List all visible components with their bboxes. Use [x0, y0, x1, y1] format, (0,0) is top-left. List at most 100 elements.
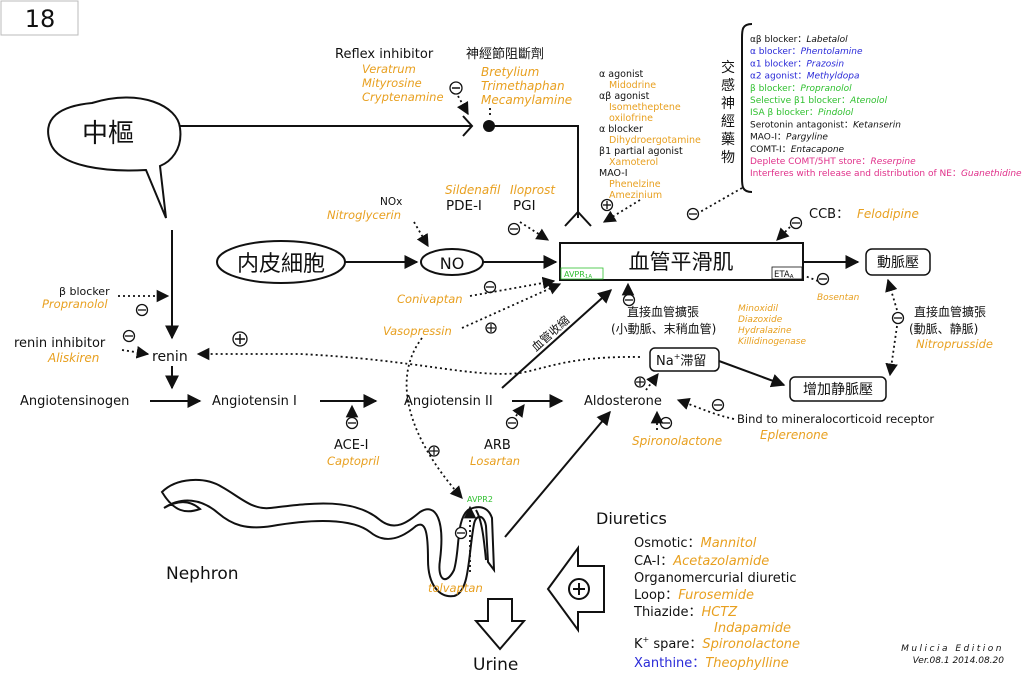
page-number-box	[0, 0, 79, 36]
sympathetic-item: MAO-I：Pargyline	[750, 133, 828, 143]
sympathetic-item: Deplete COMT/5HT store：Reserpine	[750, 157, 916, 167]
na-retention-label: Na+滞留	[656, 352, 706, 369]
svg-text:Xanthine：Theophylline: Xanthine：Theophylline	[634, 656, 789, 671]
ganglion-drug-3: Mecamylamine	[481, 93, 572, 107]
aliskiren: Aliskiren	[47, 351, 99, 365]
page-number: 18	[25, 5, 56, 33]
edition-label: Mulicia Edition	[901, 644, 1004, 654]
nerve-terminal-fork	[564, 210, 592, 227]
svg-text:Thiazide：HCTZ: Thiazide：HCTZ	[633, 605, 738, 620]
aldosterone: Aldosterone	[584, 394, 662, 409]
svg-text:Organomercurial diuretic: Organomercurial diuretic	[634, 571, 797, 586]
endothelium-label: 内皮細胞	[237, 252, 325, 277]
arterial-pressure-label: 動脈壓	[877, 255, 919, 271]
angiotensinogen: Angiotensinogen	[20, 394, 129, 409]
direct-drug-4: Killidinogenase	[738, 337, 806, 347]
cns-label: 中樞	[82, 119, 134, 149]
direct-dilator2-label: 直接血管擴張	[914, 304, 986, 319]
agonist-drug-5: Xamoterol	[609, 157, 658, 168]
agonist-drug-4: Dihydroergotamine	[609, 135, 701, 146]
na-to-venous-arrow	[718, 360, 786, 388]
reflex-drug-3: Cryptenamine	[362, 90, 444, 104]
avpr2-label: AVPR2	[467, 495, 493, 504]
direct-dilator-sub: (小動脈、末稍血管)	[611, 321, 716, 336]
spironolactone: Spironolactone	[632, 434, 722, 448]
diuretics-list: Osmotic：Mannitol CA-I：Acetazolamide Orga…	[633, 536, 800, 671]
direct-drug-1: Minoxidil	[738, 304, 779, 314]
sympathetic-item: α2 agonist：Methyldopa	[750, 72, 860, 82]
aliskiren-arrow	[121, 346, 150, 359]
svg-text:Loop：Furosemide: Loop：Furosemide	[634, 588, 754, 603]
svg-text:Osmotic：Mannitol: Osmotic：Mannitol	[634, 536, 757, 551]
nox-label: NOx	[380, 196, 402, 208]
smooth-muscle-label: 血管平滑肌	[629, 250, 734, 274]
pde-pgi-arrow	[519, 221, 550, 241]
nitroprusside-to-arterial	[885, 278, 898, 311]
svg-text:Indapamide: Indapamide	[714, 621, 791, 636]
vasopressin-to-avpr1	[461, 282, 562, 329]
renin-label: renin	[152, 349, 188, 365]
direct-dilator-label: 直接血管擴張	[627, 304, 699, 319]
reflex-inhibitor-label: Reflex inhibitor	[335, 47, 434, 62]
sympathetic-arrow	[699, 187, 743, 213]
sympathetic-item: Interferes with release and distribution…	[750, 169, 1022, 179]
ace-i-label: ACE-I	[334, 438, 368, 453]
sympathetic-item: ISA β blocker：Pindolol	[750, 108, 854, 118]
sympathetic-item: α1 blocker：Prazosin	[750, 59, 844, 69]
propranolol: Propranolol	[42, 297, 108, 311]
sympathetic-item: β blocker：Propranolol	[750, 84, 852, 94]
conivaptan-arrow	[469, 276, 556, 297]
na-retention-box	[649, 347, 720, 372]
venous-pressure-label: 增加静脈壓	[803, 382, 873, 398]
urine-label: Urine	[473, 655, 518, 673]
version-label: Ver.08.1 2014.08.20	[913, 656, 1005, 666]
reflex-arrow	[456, 95, 469, 116]
reflex-drug-1: Veratrum	[362, 62, 416, 76]
vasoconstriction-label: 血管收縮	[529, 313, 573, 354]
agonist-drug-6: Phenelzine	[609, 179, 661, 190]
sympathetic-item: Selective β1 blocker：Atenolol	[750, 96, 888, 106]
ganglion-blocker-label: 神經節阻斷劑	[466, 46, 544, 62]
nephron-shape	[160, 478, 496, 598]
bosentan: Bosentan	[817, 293, 860, 303]
collecting-duct	[475, 509, 487, 561]
svg-text:K+ spare：Spironolactone: K+ spare：Spironolactone	[634, 635, 800, 652]
eplerenone-arrow	[676, 397, 735, 420]
diuretics-title: Diuretics	[596, 509, 667, 528]
agonist-label-5: MAO-I	[599, 168, 628, 179]
svg-text:神: 神	[721, 96, 735, 112]
nephron-to-aldosterone	[504, 410, 611, 538]
sympathetic-item: Serotonin antagonist：Ketanserin	[750, 120, 901, 130]
renin-inhibitor-label: renin inhibitor	[14, 336, 106, 351]
venous-pressure-box	[789, 376, 887, 402]
aldosterone-to-na	[645, 372, 659, 391]
beta-blocker-label: β blocker	[59, 285, 110, 298]
arb-label: ARB	[484, 438, 511, 453]
eta-label: ETAA	[774, 270, 794, 280]
svg-text:交: 交	[721, 59, 735, 76]
losartan: Losartan	[470, 454, 520, 468]
agonist-drug-2: Isometheptene	[609, 102, 681, 113]
no-label: NO	[440, 254, 465, 273]
nephron-label: Nephron	[166, 564, 239, 584]
eplerenone: Eplerenone	[760, 428, 828, 442]
svg-text:藥: 藥	[721, 132, 735, 148]
svg-text:感: 感	[721, 77, 735, 94]
nitroprusside-to-venous	[885, 325, 898, 377]
svg-text:CA-I：Acetazolamide: CA-I：Acetazolamide	[634, 554, 769, 569]
agonist-group-list: α agonist Midodrine αβ agonist Isomethep…	[599, 69, 701, 201]
avpr1-receptor	[560, 267, 604, 280]
bind-mr-label: Bind to mineralocorticoid receptor	[737, 412, 934, 426]
agonist-label-3: α blocker	[599, 124, 643, 135]
synapse-fork	[462, 115, 474, 137]
arterial-pressure-box	[865, 248, 931, 276]
direct-drug-2: Diazoxide	[738, 315, 783, 325]
agonist-label-1: α agonist	[599, 69, 644, 80]
agonist-arrow	[602, 199, 641, 223]
vasopressin: Vasopressin	[383, 324, 452, 338]
sympathetic-vertical-label: 交 感 神 經 藥 物	[721, 59, 735, 166]
svg-text:經: 經	[721, 114, 735, 130]
sildenafil: Sildenafil	[445, 183, 501, 197]
ccb-label: CCB：	[809, 207, 849, 222]
nitroprusside: Nitroprusside	[916, 337, 993, 351]
